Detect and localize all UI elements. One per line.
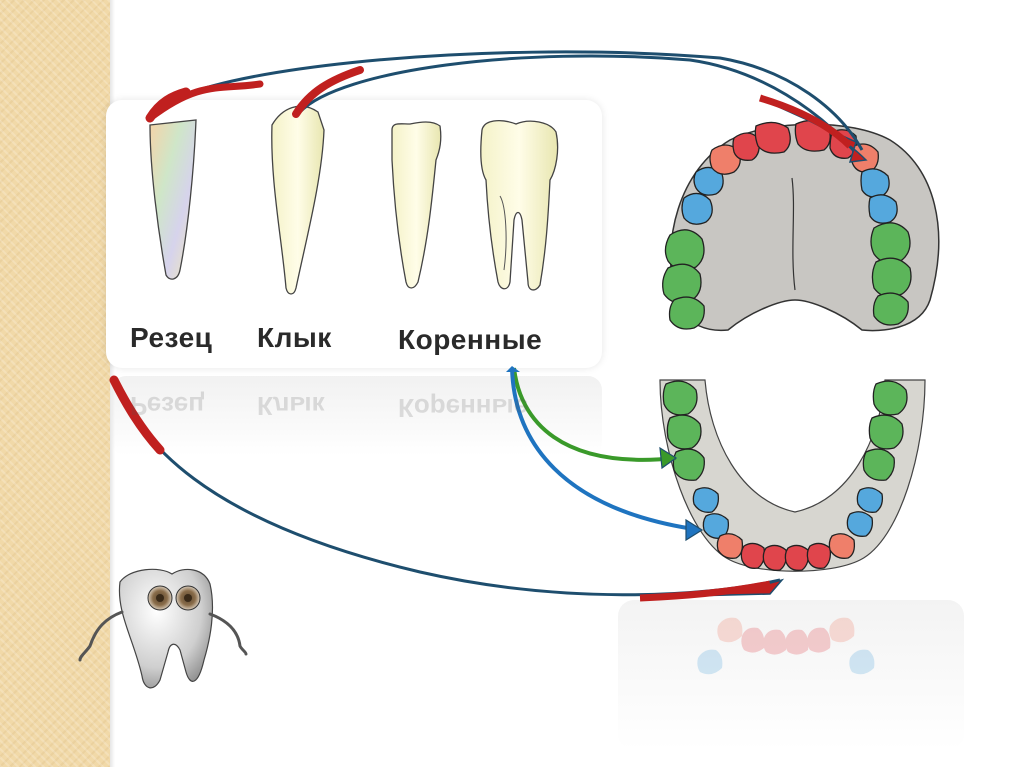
lower-jaw-reflection-panel <box>618 600 964 750</box>
lower-molar-tooth <box>662 380 698 416</box>
mascot-arm-right <box>208 612 248 656</box>
incisor-label-reflection: Резец <box>130 391 205 421</box>
tooth-mascot <box>78 568 248 689</box>
side-strip <box>0 0 110 767</box>
lower-incisor-tooth <box>784 544 810 571</box>
arrow-canine-to-upper-fill <box>292 66 364 118</box>
canine-label-reflection: Клык <box>257 391 325 421</box>
incisor-illustration <box>149 119 197 280</box>
lower-incisor-tooth <box>740 542 766 569</box>
molars-label-reflection: Коренные <box>398 393 529 423</box>
lower-premolar-tooth <box>856 487 884 513</box>
upper-canine-tooth <box>709 144 741 175</box>
arrow-incisor-to-upper-fill <box>146 80 264 122</box>
lower-molar-tooth <box>868 414 904 450</box>
lower-premolar-tooth <box>692 487 720 513</box>
lower-jaw <box>659 379 926 572</box>
premolar-illustration <box>391 121 442 289</box>
canine-label: Клык <box>257 322 332 353</box>
canine-illustration <box>271 105 325 295</box>
incisor-label: Резец <box>130 322 213 353</box>
upper-incisor-tooth <box>754 121 791 154</box>
molars-label: Коренные <box>398 324 543 355</box>
lower-molar-tooth <box>666 414 702 450</box>
lower-jaw-reflection <box>697 617 875 675</box>
lower-canine-tooth <box>828 533 856 559</box>
molar-illustration <box>480 119 559 291</box>
upper-molar-tooth <box>664 229 705 271</box>
arrow-molars-to-lower-molar <box>512 367 677 462</box>
upper-molar-tooth <box>872 292 909 326</box>
mascot-arm-left <box>78 610 124 662</box>
lower-molar-tooth <box>862 448 895 481</box>
arrow-canine-to-upper <box>298 54 862 159</box>
upper-molar-tooth <box>668 296 705 330</box>
upper-molar-tooth <box>870 222 911 264</box>
lower-canine-tooth <box>716 533 744 559</box>
upper-premolar-tooth <box>681 192 713 225</box>
upper-premolar-tooth <box>860 168 890 198</box>
arrow-incisor-to-upper-tail <box>145 87 191 123</box>
upper-molar-tooth <box>871 257 912 298</box>
upper-incisor-tooth <box>732 132 760 161</box>
arrow-molars-to-lower-premolar <box>510 367 701 532</box>
lower-molar-tooth <box>872 380 908 416</box>
lower-molar-tooth <box>672 448 705 481</box>
lower-incisor-tooth <box>762 544 788 571</box>
upper-jaw <box>662 119 940 332</box>
upper-premolar-tooth <box>868 194 898 224</box>
lower-incisor-tooth <box>806 542 832 569</box>
lower-premolar-tooth <box>846 511 874 537</box>
